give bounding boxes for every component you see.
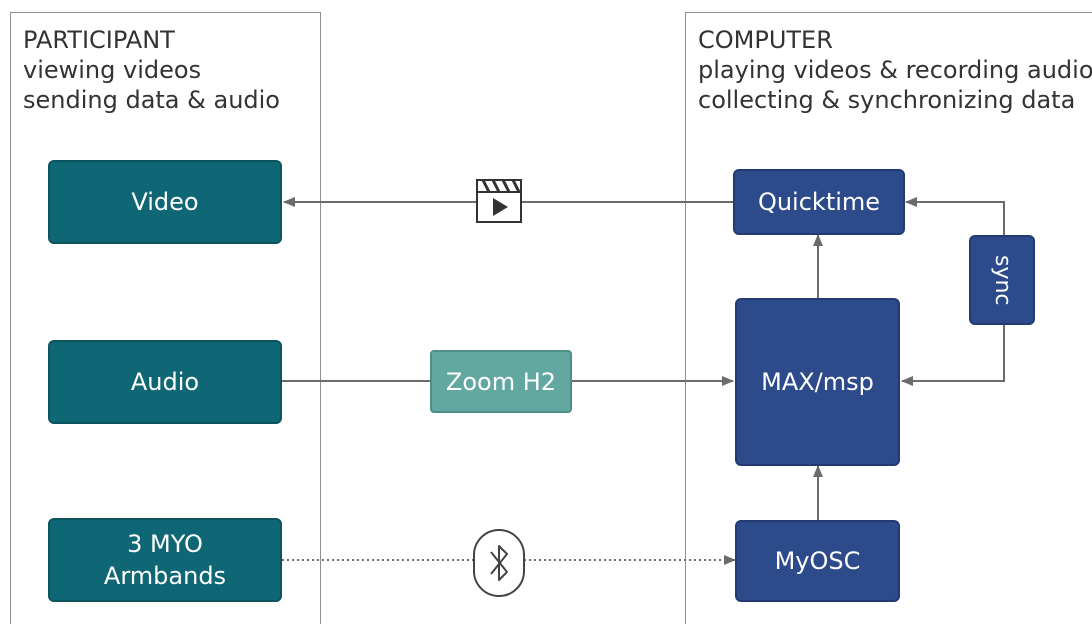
computer-panel: COMPUTER playing videos & recording audi… [685,12,1092,624]
sync-box: sync [969,235,1035,325]
sync-to-max-arrow [901,325,1005,386]
participant-panel: PARTICIPANT viewing videos sending data … [10,12,321,624]
participant-heading: PARTICIPANT viewing videos sending data … [23,25,280,115]
computer-subtitle-2: collecting & synchronizing data [698,86,1076,114]
participant-subtitle-2: sending data & audio [23,86,280,114]
sync-label: sync [990,254,1015,306]
clapperboard-play-icon [476,179,522,223]
zoom-h2-label: Zoom H2 [445,367,557,396]
audio-box: Audio [48,340,282,424]
myosc-label: MyOSC [774,547,861,575]
participant-title: PARTICIPANT [23,26,175,54]
video-box: Video [48,160,282,244]
zoom-h2-box: Zoom H2 [430,350,572,413]
computer-title: COMPUTER [698,26,833,54]
audio-label: Audio [130,368,200,396]
armbands-label-2: Armbands [103,562,227,590]
max-msp-box: MAX/msp [735,298,900,466]
quicktime-box: Quicktime [733,169,905,235]
armbands-box: 3 MYO Armbands [48,518,282,602]
quicktime-label: Quicktime [757,188,881,216]
computer-heading: COMPUTER playing videos & recording audi… [698,25,1092,115]
bluetooth-icon [473,529,525,597]
armbands-label-1: 3 MYO [127,530,203,558]
computer-subtitle-1: playing videos & recording audio [698,56,1092,84]
video-label: Video [131,188,199,216]
myosc-box: MyOSC [735,520,900,602]
participant-subtitle-1: viewing videos [23,56,202,84]
sync-to-quicktime-arrow [905,197,1005,235]
max-msp-label: MAX/msp [761,368,874,396]
